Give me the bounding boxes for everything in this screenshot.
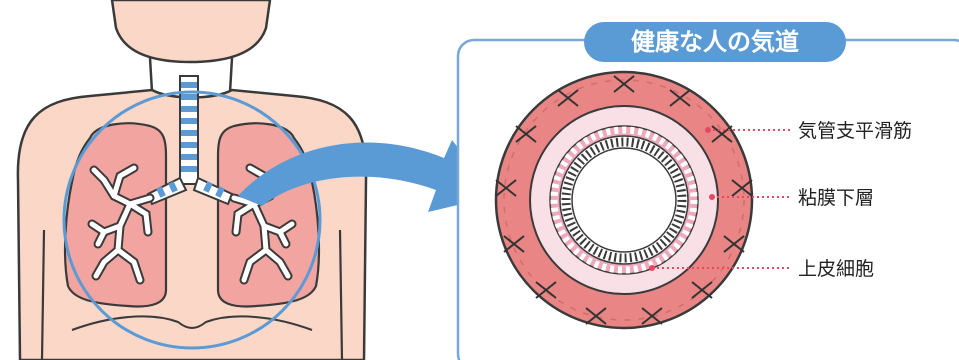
airway-cross-section bbox=[496, 72, 752, 328]
lumen bbox=[572, 148, 676, 252]
label-submucosa: 粘膜下層 bbox=[798, 187, 874, 209]
head bbox=[112, 0, 270, 62]
panel-title: 健康な人の気道 bbox=[631, 28, 799, 56]
airway-panel: 健康な人の気道 bbox=[458, 22, 959, 360]
label-epithelium: 上皮細胞 bbox=[798, 258, 874, 280]
label-smooth-muscle: 気管支平滑筋 bbox=[798, 120, 912, 142]
